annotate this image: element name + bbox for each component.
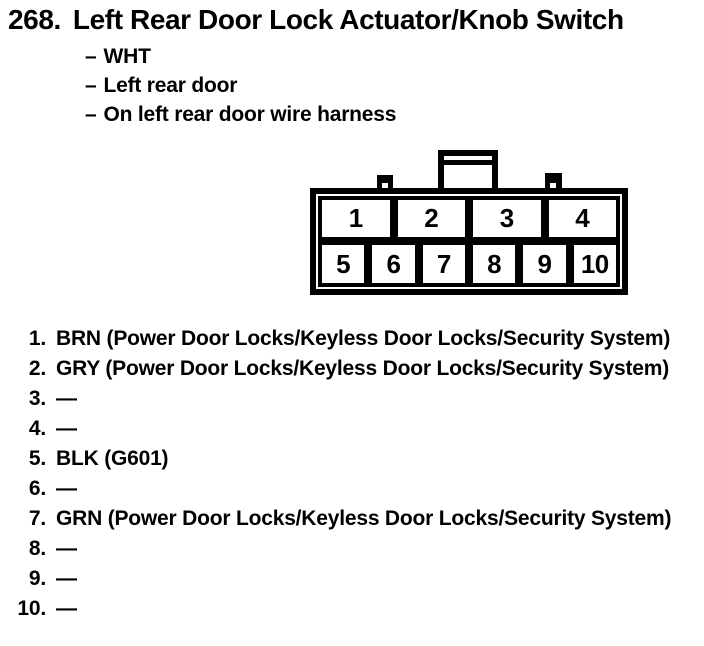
connector-row-top: 1 2 3 4 [318, 196, 620, 241]
pin-cavity-8: 8 [468, 241, 520, 287]
item-heading: 268. Left Rear Door Lock Actuator/Knob S… [8, 4, 624, 36]
bullet-dash: – [85, 45, 97, 68]
item-number: 268. [8, 4, 61, 35]
pin-number: 6. [28, 477, 46, 500]
pin-number: 2. [28, 357, 46, 380]
connector-body: 1 2 3 4 5 6 7 8 9 10 [310, 188, 628, 295]
latch-cap-line [444, 160, 492, 165]
pin-cavity-1: 1 [318, 196, 394, 241]
pin-cavity-5: 5 [318, 241, 369, 287]
pin-description: — [56, 477, 77, 500]
detail-item: –On left rear door wire harness [85, 100, 396, 129]
pin-description: — [56, 387, 77, 410]
bullet-dash: – [85, 103, 97, 126]
pin-number: 1. [28, 327, 46, 350]
pin-description: GRN (Power Door Locks/Keyless Door Locks… [56, 507, 672, 530]
page-title: Left Rear Door Lock Actuator/Knob Switch [72, 4, 624, 35]
pin-list-row: 7. GRN (Power Door Locks/Keyless Door Loc… [0, 504, 704, 534]
pin-number: 9. [28, 567, 46, 590]
pin-cavity-4: 4 [544, 196, 620, 241]
pin-description: BLK (G601) [56, 447, 169, 470]
pin-cavity-9: 9 [519, 241, 570, 287]
pin-list-row: 8. — [0, 534, 704, 564]
pin-description: — [56, 417, 77, 440]
detail-text: Left rear door [103, 74, 238, 97]
pin-description: BRN (Power Door Locks/Keyless Door Locks… [56, 327, 671, 350]
pin-number: 10. [17, 597, 46, 620]
detail-text: On left rear door wire harness [103, 103, 397, 126]
pin-list-row: 5. BLK (G601) [0, 444, 704, 474]
pin-number: 8. [28, 537, 46, 560]
pin-list-row: 6. — [0, 474, 704, 504]
pin-description: — [56, 537, 77, 560]
pin-list-row: 3. — [0, 384, 704, 414]
pin-number: 4. [28, 417, 46, 440]
pin-cavity-2: 2 [393, 196, 469, 241]
pin-number: 5. [28, 447, 46, 470]
pin-description: GRY (Power Door Locks/Keyless Door Locks… [56, 357, 669, 380]
pin-cavity-7: 7 [418, 241, 469, 287]
pin-description: — [56, 567, 77, 590]
pin-list-row: 2. GRY (Power Door Locks/Keyless Door Loc… [0, 354, 704, 384]
pin-cavity-10: 10 [569, 241, 620, 287]
detail-list: –WHT –Left rear door –On left rear door … [85, 42, 396, 129]
pin-list-row: 9. — [0, 564, 704, 594]
bullet-dash: – [85, 74, 97, 97]
pin-list: 1. BRN (Power Door Locks/Keyless Door Loc… [0, 324, 704, 624]
detail-item: –Left rear door [85, 71, 396, 100]
connector-diagram: 1 2 3 4 5 6 7 8 9 10 [0, 0, 704, 320]
pin-number: 3. [28, 387, 46, 410]
pin-cavity-3: 3 [469, 196, 545, 241]
pin-description: — [56, 597, 77, 620]
connector-row-bottom: 5 6 7 8 9 10 [318, 241, 620, 287]
pin-number: 7. [28, 507, 46, 530]
pin-cavity-6: 6 [368, 241, 419, 287]
pin-list-row: 4. — [0, 414, 704, 444]
pin-list-row: 1. BRN (Power Door Locks/Keyless Door Loc… [0, 324, 704, 354]
connector-latch [438, 150, 498, 194]
pin-list-row: 10. — [0, 594, 704, 624]
detail-text: WHT [103, 45, 151, 68]
detail-item: –WHT [85, 42, 396, 71]
